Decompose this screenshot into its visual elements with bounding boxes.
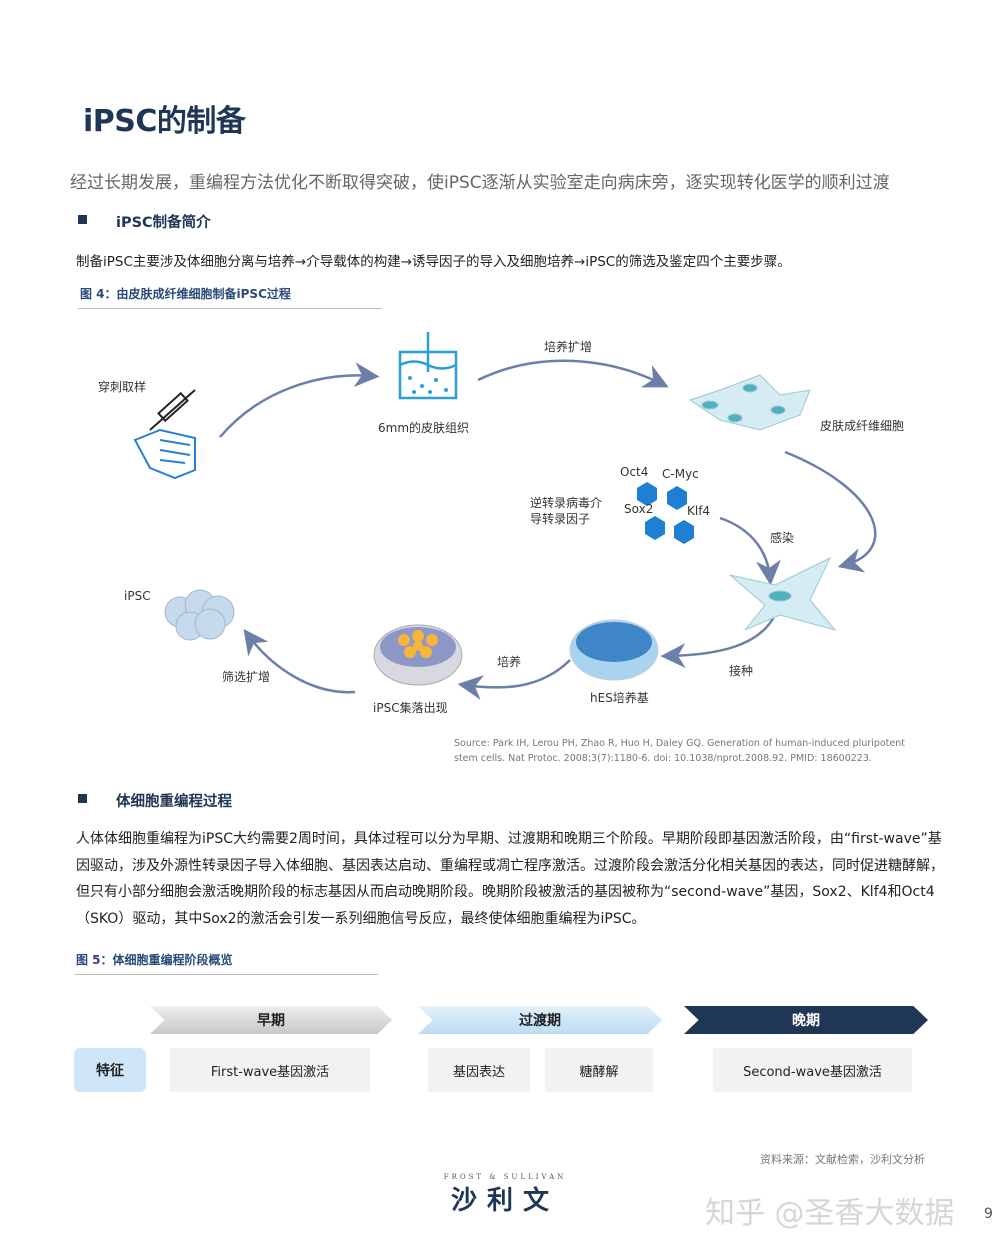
label-inoculate: 接种 xyxy=(729,664,754,678)
arrow-culture-expand xyxy=(477,359,669,388)
feature-label: 特征 xyxy=(74,1048,146,1092)
logo-cn: 沙利文 xyxy=(450,1186,559,1216)
infected-cell-icon xyxy=(729,556,837,631)
label-sox2: Sox2 xyxy=(624,502,654,516)
stage-early: 早期 xyxy=(150,1006,392,1034)
label-cmyc: C-Myc xyxy=(662,467,699,481)
page-number: 9 xyxy=(984,1206,993,1222)
arrow-puncture-to-tissue xyxy=(219,362,380,438)
ipsc-process-diagram xyxy=(133,332,877,700)
transition-feature-glycolysis: 糖酵解 xyxy=(545,1048,653,1092)
label-infect: 感染 xyxy=(770,531,795,545)
caption-divider xyxy=(75,974,378,975)
page-subtitle: 经过长期发展，重编程方法优化不断取得突破，使iPSC逐渐从实验室走向病床旁，逐实… xyxy=(70,173,890,193)
label-colony: iPSC集落出现 xyxy=(373,701,448,715)
fibroblast-cells-icon xyxy=(688,374,811,431)
section-text: 人体体细胞重编程为iPSC大约需要2周时间，具体过程可以分为早期、过渡期和晚期三… xyxy=(76,831,944,928)
section-text: 制备iPSC主要涉及体细胞分离与培养→介导载体的构建→诱导因子的导入及细胞培养→… xyxy=(76,254,791,270)
skin-tissue-icon xyxy=(398,332,458,400)
label-fibroblast: 皮肤成纤维细胞 xyxy=(820,419,905,433)
section-heading-reprogramming: 体细胞重编程过程 xyxy=(116,794,232,810)
logo-en: FROST & SULLIVAN xyxy=(443,1173,567,1181)
data-source: 资料来源：文献检索，沙利文分析 xyxy=(760,1153,925,1166)
label-retro-1: 逆转录病毒介 xyxy=(530,496,603,510)
arrow-screen-expand xyxy=(243,628,356,694)
label-culture: 培养 xyxy=(497,655,522,669)
stage-transition: 过渡期 xyxy=(418,1006,662,1034)
label-puncture: 穿刺取样 xyxy=(98,380,147,394)
label-culture-expand: 培养扩增 xyxy=(544,340,593,354)
figure-source-line-2: stem cells. Nat Protoc. 2008;3(7):1180-6… xyxy=(454,753,872,764)
ipsc-cells-icon xyxy=(164,589,235,641)
hes-dish-icon xyxy=(569,619,659,681)
figure-caption: 图 4：由皮肤成纤维细胞制备iPSC过程 xyxy=(80,287,291,301)
figure-source-line-1: Source: Park IH, Lerou PH, Zhao R, Huo H… xyxy=(454,738,905,749)
transcription-factors-icon xyxy=(637,482,694,544)
early-feature: First-wave基因激活 xyxy=(170,1048,370,1092)
figure-caption: 图 5：体细胞重编程阶段概览 xyxy=(76,953,233,967)
transition-feature-gene-expression: 基因表达 xyxy=(428,1048,530,1092)
syringe-glove-icon xyxy=(133,389,196,480)
label-hes-medium: hES培养基 xyxy=(590,691,649,705)
caption-divider xyxy=(78,308,382,309)
label-retro-2: 导转录因子 xyxy=(530,512,591,526)
late-feature: Second-wave基因激活 xyxy=(713,1048,912,1092)
ipsc-colony-dish-icon xyxy=(373,624,463,686)
label-oct4: Oct4 xyxy=(620,465,649,479)
arrow-infect xyxy=(719,516,781,586)
label-screen-expand: 筛选扩增 xyxy=(222,670,271,684)
label-klf4: Klf4 xyxy=(687,504,711,518)
stage-late: 晚期 xyxy=(684,1006,928,1034)
section-bullet-icon xyxy=(78,794,87,803)
arrow-fibroblast-to-infected xyxy=(784,450,877,573)
label-skin-tissue: 6mm的皮肤组织 xyxy=(378,421,470,435)
arrow-culture xyxy=(457,659,571,700)
arrow-inoculate xyxy=(660,614,777,669)
page-title: iPSC的制备 xyxy=(83,104,246,139)
watermark: 知乎 @圣香大数据 xyxy=(705,1196,955,1231)
section-heading-ipsc-intro: iPSC制备简介 xyxy=(116,215,211,231)
label-ipsc: iPSC xyxy=(124,589,151,603)
section-bullet-icon xyxy=(78,215,87,224)
